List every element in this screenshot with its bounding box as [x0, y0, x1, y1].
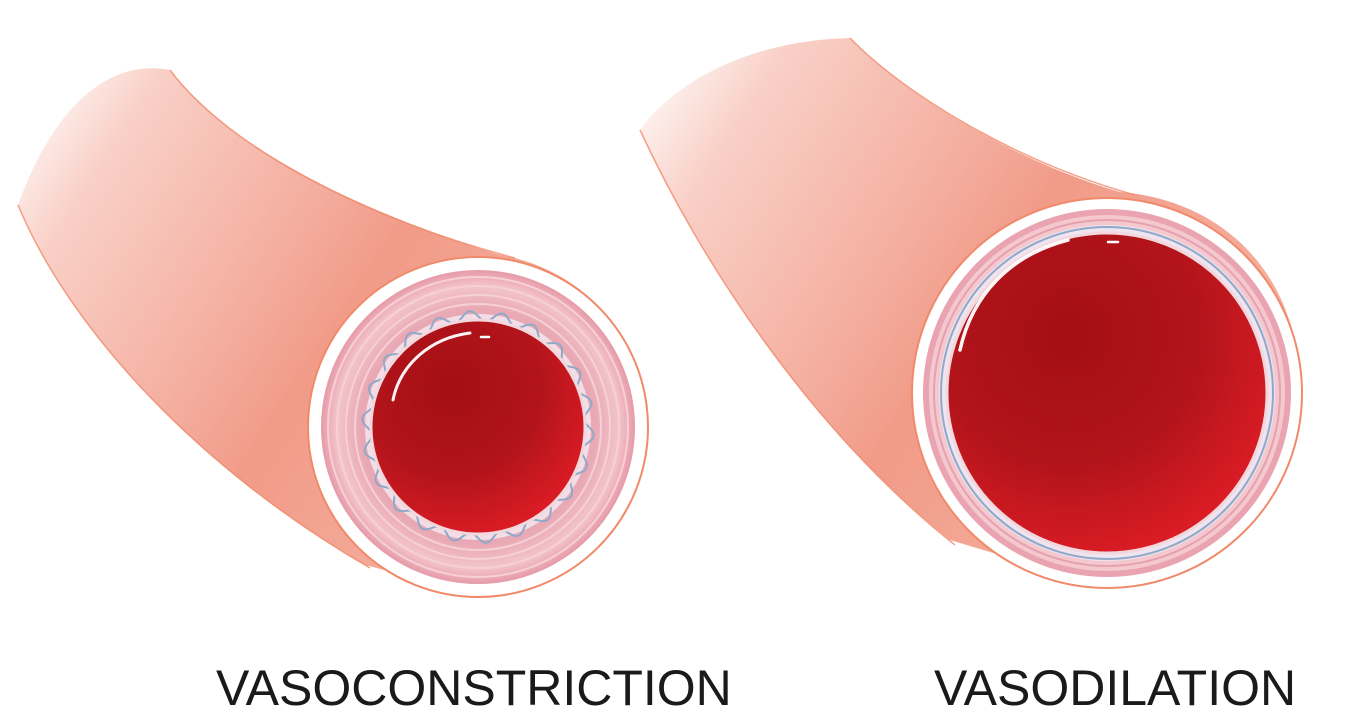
dilated-lumen — [945, 231, 1269, 555]
vasoconstriction-label: VASOCONSTRICTION — [216, 660, 732, 716]
vasodilation-label: VASODILATION — [934, 660, 1297, 716]
constricted-vessel — [17, 68, 649, 598]
constricted-lumen — [369, 318, 587, 536]
dilated-vessel — [639, 37, 1303, 589]
